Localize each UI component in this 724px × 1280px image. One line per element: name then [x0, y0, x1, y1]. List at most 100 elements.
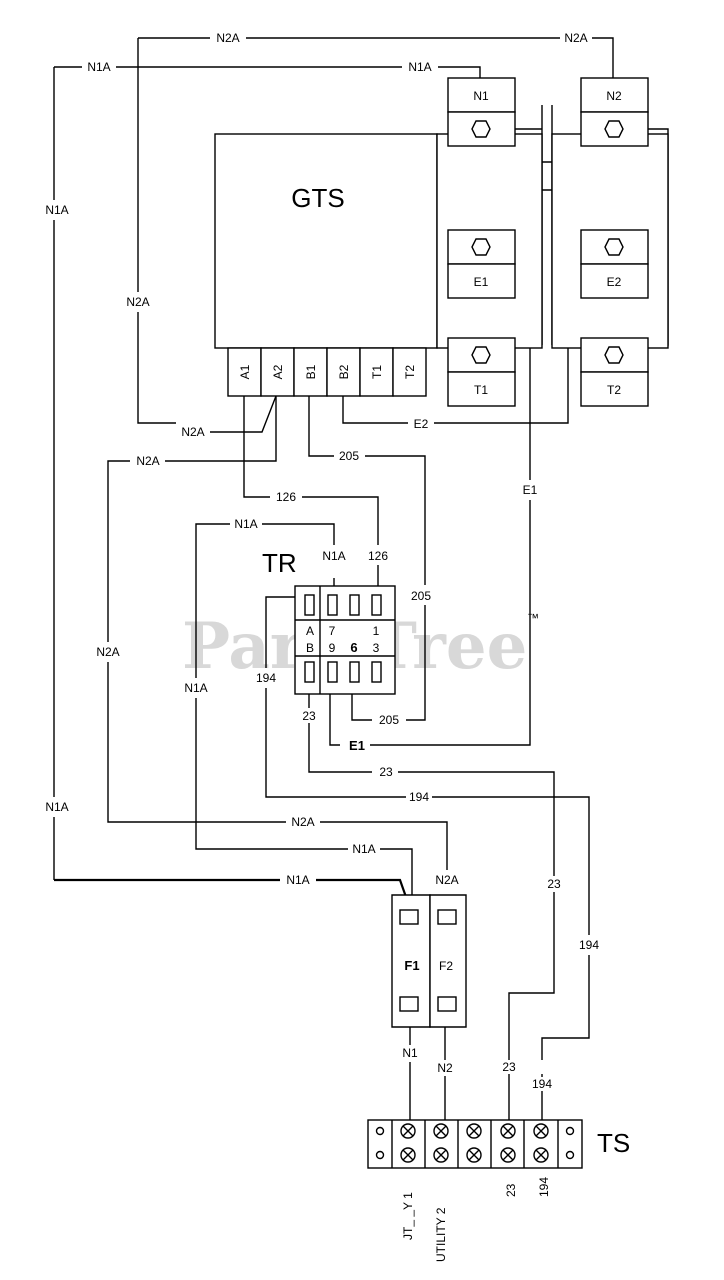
tr-pin	[349, 594, 360, 616]
wire-label-n1a: N1A	[352, 842, 375, 856]
wire-n2a-top	[138, 37, 614, 78]
wire-label-n2a: N2A	[136, 454, 159, 468]
hex-screw-icon	[604, 120, 624, 138]
contact-n2-label-box	[580, 77, 649, 113]
label-halo	[400, 1046, 420, 1060]
hex-screw-icon	[471, 120, 491, 138]
gts-terminal-label: T2	[403, 365, 417, 379]
fuse-f1-label: F1	[404, 958, 419, 973]
gts-terminal-label: A1	[238, 364, 252, 379]
contact-e2-label-box	[580, 263, 649, 299]
label-halo	[576, 938, 602, 952]
label-halo	[347, 738, 367, 753]
label-halo	[94, 645, 122, 659]
watermark-trademark: ™	[527, 611, 539, 625]
tr-row-b-label: 6	[350, 640, 357, 655]
label-halo	[179, 425, 207, 439]
tr-row-b-label: B	[306, 641, 314, 655]
label-halo	[320, 549, 348, 563]
contact-t2-label-box	[580, 371, 649, 407]
tr-row-a-label: 1	[373, 624, 380, 638]
label-halo	[406, 790, 432, 804]
wire-labels: N2A N2A N1A N1A N1A N2A N2A E2 N2A 205 E…	[43, 31, 602, 1091]
wire-label-126: 126	[368, 549, 388, 563]
contact-t2-screw-box	[580, 337, 649, 373]
wire-label-n2a: N2A	[96, 645, 119, 659]
terminal-screw-icon	[500, 1123, 516, 1163]
mount-hole-icon	[375, 1126, 385, 1136]
label-halo	[377, 765, 395, 779]
gts-terminal-label: T1	[370, 365, 384, 379]
terminal-screw-icon	[533, 1123, 549, 1163]
wire-label-e1: E1	[523, 483, 538, 497]
wire-label-e2: E2	[414, 417, 429, 431]
ts-bottom-label: UTILITY 2	[434, 1207, 448, 1262]
ts-bottom-label: 194	[537, 1177, 551, 1197]
contact-e2: E2	[580, 229, 649, 299]
wire-label-205: 205	[379, 713, 399, 727]
wire-label-205: 205	[339, 449, 359, 463]
fuse-f2-label: F2	[439, 959, 453, 973]
contact-t1-label-box	[447, 371, 516, 407]
label-halo	[500, 1060, 518, 1074]
contact-e1-screw-box	[447, 229, 516, 265]
gts-terminal-label: A2	[271, 364, 285, 379]
label-halo	[545, 877, 563, 891]
contact-t1-screw-box	[447, 337, 516, 373]
label-halo	[289, 815, 317, 829]
tr-pin	[371, 661, 382, 683]
wire-label-n1a: N1A	[408, 60, 431, 74]
contactor-bridge	[541, 105, 553, 345]
contact-t1-label: T1	[474, 383, 488, 397]
mount-hole-icon	[565, 1150, 575, 1160]
tr-relay: TR A 7 1 B 9 6 3	[262, 548, 396, 695]
contact-n1-label: N1	[473, 89, 489, 103]
gts-label: GTS	[291, 183, 344, 213]
tr-row-b-label: 9	[329, 641, 336, 655]
tr-pin	[327, 594, 338, 616]
tr-pin	[304, 661, 315, 683]
fuse-f1-top-clip	[399, 909, 419, 925]
wire-label-n2: N2	[437, 1061, 453, 1075]
wire-23	[308, 688, 555, 1120]
label-halo	[520, 483, 540, 497]
contact-n1-screw-box	[447, 111, 516, 147]
tr-pin	[349, 661, 360, 683]
wire-label-23: 23	[547, 877, 561, 891]
wire-label-n2a: N2A	[564, 31, 587, 45]
wire-label-n2a: N2A	[435, 873, 458, 887]
wire-label-n1a: N1A	[322, 549, 345, 563]
wire-label-194: 194	[256, 671, 276, 685]
fuse-f2-top-clip	[437, 909, 457, 925]
contact-e1-label-box	[447, 263, 516, 299]
label-halo	[43, 203, 71, 217]
wire-n1a-bottom	[54, 878, 408, 898]
fuse-f2-body	[429, 894, 467, 1028]
fuse-f1-bottom-clip	[399, 996, 419, 1012]
gts-terminal-strip: A1 A2 B1 B2 T1 T2	[227, 347, 427, 397]
contact-t2: T2	[580, 337, 649, 407]
label-halo	[406, 60, 434, 74]
label-halo	[376, 713, 402, 727]
terminal-screw-icon	[433, 1123, 449, 1163]
label-halo	[350, 842, 378, 856]
wire-label-n2a: N2A	[291, 815, 314, 829]
gts-terminal-label: B2	[337, 364, 351, 379]
wire-label-n2a: N2A	[216, 31, 239, 45]
wire-194	[265, 596, 590, 1120]
hex-screw-icon	[604, 346, 624, 364]
wire-label-n1: N1	[402, 1046, 418, 1060]
label-halo	[365, 549, 391, 563]
wire-label-e1: E1	[349, 738, 365, 753]
label-halo	[232, 517, 260, 531]
gts-terminal-b2	[326, 347, 361, 397]
label-halo	[284, 873, 312, 887]
wire-label-23: 23	[502, 1060, 516, 1074]
mount-hole-icon	[565, 1126, 575, 1136]
ts-bottom-label: JT_ _Y 1	[401, 1192, 415, 1240]
tr-row-a-label: A	[306, 624, 314, 638]
contact-e1: E1	[447, 229, 516, 299]
ts-terminal-strip: TS JT_ _Y 1 UTILITY 2 23 194	[367, 1119, 630, 1262]
label-halo	[435, 1061, 455, 1075]
label-halo	[411, 417, 431, 431]
